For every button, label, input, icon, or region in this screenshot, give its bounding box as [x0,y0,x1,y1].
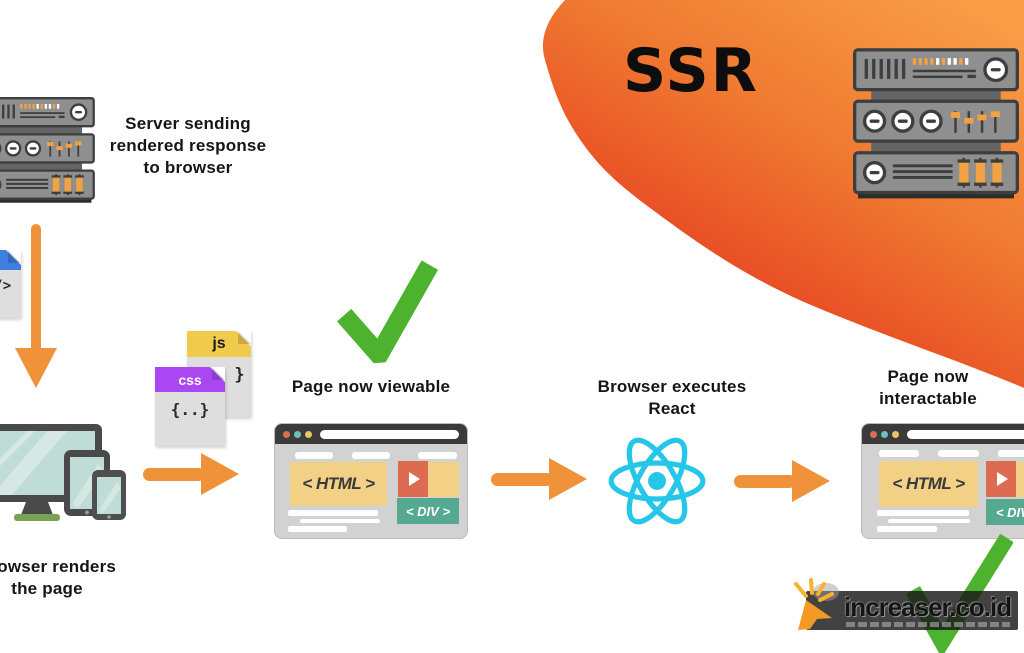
watermark-tagline-placeholder [846,622,1010,627]
nav-placeholder [418,452,457,459]
window-dot-teal-icon [294,430,301,438]
address-bar [320,429,459,439]
address-bar [907,429,1024,439]
browser-window-interactable: < HTML > < DIV > [862,424,1024,538]
yellow-strip [428,462,459,497]
arrow-right-icon [732,458,832,504]
video-block [986,461,1016,497]
yellow-strip [1016,462,1024,497]
checkmark-icon [336,260,439,366]
text-placeholder [300,519,380,523]
page-fold-icon [210,367,225,382]
server-rack-icon [853,48,1019,206]
html-file-label: </> [0,270,21,318]
nav-placeholder [998,450,1024,457]
cursor-burst-icon [794,578,839,630]
js-file-tab-label: js [212,335,226,352]
window-dot-red-icon [870,430,877,438]
css-file-tab-label: css [178,371,202,388]
watermark: increaser.co.id [806,591,1018,630]
div-block: < DIV > [397,498,459,524]
page-viewable-label: Page now viewable [291,377,451,396]
devices-icon [0,424,126,521]
nav-placeholder [879,450,919,457]
css-file-icon: css {..} [155,367,225,446]
page-interactable-label: Page now interactable [879,367,977,408]
browser-titlebar [862,424,1024,444]
window-dot-teal-icon [881,430,888,438]
arrow-right-icon [489,456,589,502]
browser-executes-label: Browser executes React [597,377,747,418]
css-file-body-label: {..} [155,392,225,446]
browser-window-viewable: < HTML > < DIV > [275,424,467,538]
text-placeholder [288,526,347,532]
nav-placeholder [352,452,390,459]
nav-placeholder [938,450,979,457]
page-fold-icon [236,331,251,346]
arrow-down-icon [15,224,57,388]
play-icon [409,472,420,486]
window-dot-red-icon [283,430,290,438]
text-placeholder [877,510,969,516]
text-placeholder [877,526,937,532]
html-file-icon: </> [0,250,21,318]
window-dot-yellow-icon [892,430,899,438]
play-icon [997,472,1008,486]
text-placeholder [288,510,378,516]
browser-titlebar [275,424,467,444]
html-block: < HTML > [290,462,387,506]
nav-placeholder [295,452,333,459]
react-logo-icon [608,437,706,525]
video-block [398,461,428,497]
watermark-text: increaser.co.id [844,592,1012,622]
page-fold-icon [6,250,21,265]
arrow-right-icon [141,450,241,498]
div-block: < DIV > [986,499,1024,525]
window-dot-yellow-icon [305,430,312,438]
server-rack-icon [0,97,95,208]
browser-renders-label: Browser renders the page [0,557,117,598]
server-sending-label: Server sending rendered response to brow… [109,114,267,177]
html-block: < HTML > [879,461,978,507]
text-placeholder [888,519,970,523]
page-title: SSR [623,36,759,106]
